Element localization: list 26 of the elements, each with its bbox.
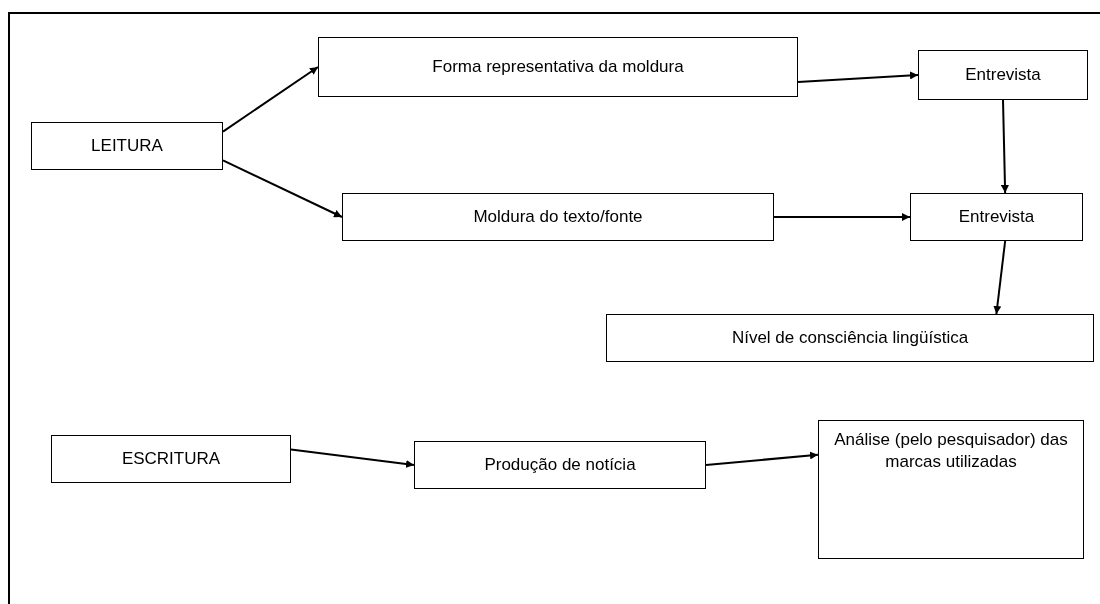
process-box bbox=[342, 193, 774, 241]
arrow bbox=[290, 448, 415, 468]
box-label: Entrevista bbox=[958, 206, 1035, 228]
arrow bbox=[1000, 99, 1009, 194]
process-box bbox=[910, 193, 1083, 241]
arrow bbox=[705, 451, 819, 466]
arrow bbox=[222, 66, 319, 133]
process-box bbox=[818, 420, 1084, 559]
box-label: Produção de notícia bbox=[484, 454, 636, 476]
box-label: Moldura do texto/fonte bbox=[473, 206, 643, 228]
box-label: ESCRITURA bbox=[121, 448, 221, 470]
box-label: LEITURA bbox=[91, 135, 163, 157]
arrow bbox=[773, 213, 911, 221]
box-label: Entrevista bbox=[965, 64, 1041, 86]
process-box bbox=[414, 441, 706, 489]
box-label: Nível de consciência lingüística bbox=[731, 327, 969, 349]
process-box bbox=[31, 122, 223, 170]
process-box bbox=[318, 37, 798, 97]
process-box bbox=[51, 435, 291, 483]
process-box bbox=[918, 50, 1088, 100]
box-label: Análise (pelo pesquisador) das marcas utilizadas bbox=[833, 429, 1069, 473]
arrow bbox=[797, 71, 919, 83]
arrow bbox=[222, 159, 343, 218]
box-label: Forma representativa da moldura bbox=[432, 56, 684, 78]
arrow bbox=[993, 240, 1007, 315]
process-box bbox=[606, 314, 1094, 362]
